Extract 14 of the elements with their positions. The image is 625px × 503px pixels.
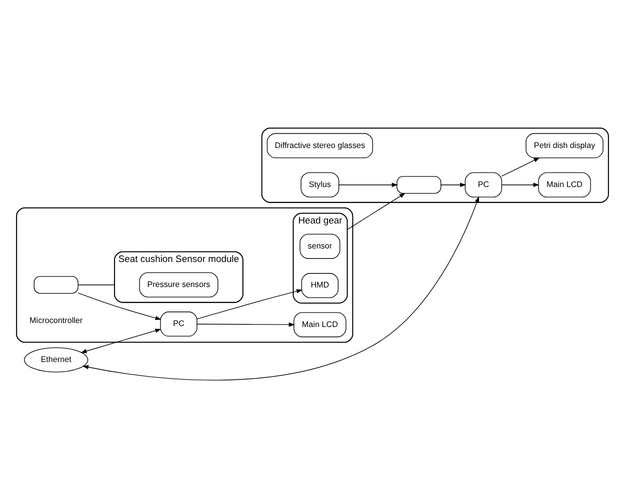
arrow <box>196 322 295 327</box>
arrow <box>501 182 540 187</box>
connector <box>78 284 115 286</box>
arrow <box>501 157 540 176</box>
arrow <box>196 289 303 320</box>
node-box <box>396 176 442 194</box>
arrow <box>82 196 480 381</box>
arrow <box>78 292 162 320</box>
arrow <box>80 328 162 354</box>
arrow <box>346 192 406 230</box>
arrow <box>338 182 398 187</box>
cluster <box>16 207 354 343</box>
arrow <box>440 182 466 187</box>
node-box <box>34 276 78 294</box>
